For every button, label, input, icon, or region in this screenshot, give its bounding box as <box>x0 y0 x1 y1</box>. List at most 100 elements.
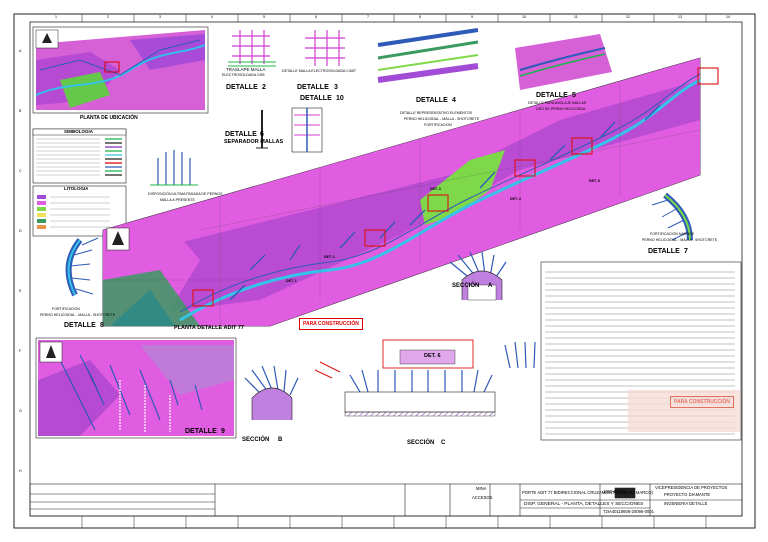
detail-10-num: 10 <box>336 95 344 102</box>
detail-2-word: DETALLE <box>226 84 258 91</box>
detail-9-word: DETALLE <box>185 428 217 435</box>
detail-5-num: 5 <box>572 92 576 99</box>
col-1: 1 <box>55 15 57 19</box>
tb-line1: PORTE ADIT 77 BIDIRECCIONAL CRUZAMIENTOS… <box>522 490 653 495</box>
section-c-word: SECCIÓN <box>407 440 435 446</box>
detail-separator <box>291 107 323 153</box>
detail-8-word: DETALLE <box>64 322 96 329</box>
row-a: A <box>19 49 22 53</box>
grid-ticks <box>81 14 707 528</box>
fortificacion-left-sub: PERNO HELICOIDAL - MALLA - SHOTCRETE <box>40 313 116 317</box>
detail-3-word: DETALLE <box>297 84 329 91</box>
outer-frame <box>13 13 756 529</box>
detail-3-num: 3 <box>334 84 338 91</box>
fortificacion-left-title: FORTIFICACION <box>52 307 80 311</box>
right-fortification-detail <box>651 192 693 241</box>
detail-mesh-overlap <box>228 30 276 67</box>
detail-rep-elements <box>377 28 479 83</box>
row-d: D <box>19 229 22 233</box>
row-c: C <box>19 169 22 173</box>
row-h: H <box>19 469 22 473</box>
detail-7-word: DETALLE <box>648 248 680 255</box>
detail-6-num: 6 <box>260 131 264 138</box>
col-13: 13 <box>678 15 682 19</box>
detail-2-num: 2 <box>262 84 266 91</box>
detail-welded-mesh <box>305 30 345 66</box>
detail-6-word: DETALLE <box>225 131 257 138</box>
col-2: 2 <box>107 15 109 19</box>
col-5: 5 <box>263 15 265 19</box>
det-label-3: DET. 3 <box>430 187 441 191</box>
main-plan <box>102 57 719 327</box>
section-a <box>449 251 507 301</box>
section-a-word: SECCIÓN <box>452 283 480 289</box>
tb-proyecto2: PROYECTO DIAMANTE <box>664 492 711 497</box>
col-4: 4 <box>211 15 213 19</box>
anclaje-sub: USO DE PERNO HELICOIDAL <box>536 107 586 111</box>
det-label-1: DET. 1 <box>286 279 297 283</box>
detail-anchor <box>515 34 612 90</box>
row-e: E <box>19 289 22 293</box>
traslape-title: TRASLAPE MALLA <box>226 67 266 72</box>
detail-fortification-bars <box>150 150 198 186</box>
construction-stamp-center: PARA CONSTRUCCIÓN <box>299 318 363 330</box>
col-8: 8 <box>419 15 421 19</box>
col-11: 11 <box>574 15 578 19</box>
detail-4-num: 4 <box>452 97 456 104</box>
litologia-title: LITOLOGIA <box>64 186 89 191</box>
tb-proyecto3: INGENIERIA DETALLE <box>664 501 708 506</box>
col-7: 7 <box>367 15 369 19</box>
representativo-title: DETALLE REPRESENTATIVO ELEMENTOS <box>400 111 473 115</box>
section-a-num: A <box>488 283 493 289</box>
title-block <box>29 483 743 517</box>
col-10: 10 <box>522 15 526 19</box>
col-3: 3 <box>159 15 161 19</box>
representativo-sub2: FORTIFICACION <box>424 123 452 127</box>
location-plan <box>32 26 209 114</box>
traslape-sub: ELECTROSOLDADA C/65 <box>222 73 265 77</box>
right-bolt-array <box>314 341 546 379</box>
row-f: F <box>19 349 22 353</box>
left-fortification-detail <box>65 237 99 297</box>
bottom-left-plan <box>35 337 237 439</box>
detail-10-word: DETALLE <box>300 95 332 102</box>
detalle-malla-title: DETALLE MALLA ELECTROSOLDADA C/65T <box>282 69 357 73</box>
fortificacion-right-sub: PERNO HELICOIDAL - MALLA - SHOTCRETE <box>642 238 718 242</box>
det-label-2: DET. 2 <box>324 255 335 259</box>
row-b: B <box>19 109 22 113</box>
detail-bolt-rod <box>256 110 268 149</box>
section-c <box>344 339 496 417</box>
representativo-sub1: PERNO HELICOIDAL - MALLA - SHOTCRETE <box>404 117 480 121</box>
construction-stamp-right: PARA CONSTRUCCIÓN <box>670 396 734 408</box>
section-b-num: B <box>278 437 283 443</box>
detail-4-word: DETALLE <box>416 97 448 104</box>
section-b <box>244 365 299 420</box>
section-b-word: SECCIÓN <box>242 437 270 443</box>
detail-5-word: DETALLE <box>536 92 568 99</box>
legend-simbologia <box>32 128 127 184</box>
tb-drawing: T2IA40118608-20096-0001 <box>603 509 654 514</box>
disposicion-title: DISPOSICIÓN ULTIMA PASADA DE PERNOS <box>148 192 223 196</box>
col-14: 14 <box>726 15 730 19</box>
row-g: G <box>19 409 22 413</box>
anclaje-title: DETALLE PARA ANCLAJE MALLAS <box>528 101 587 105</box>
col-6: 6 <box>315 15 317 19</box>
det-label-4: DET. 4 <box>510 197 521 201</box>
detail-9-num: 9 <box>221 428 225 435</box>
ubicacion-title: PLANTA DE UBICACIÓN <box>80 115 138 121</box>
disposicion-sub: MALLA A PRESENTE <box>160 198 195 202</box>
planta-detalle-title: PLANTA DETALLE ADIT 77 <box>174 325 244 331</box>
notes-panel <box>540 261 742 441</box>
col-12: 12 <box>626 15 630 19</box>
tb-code: 1000-E2001 <box>603 489 626 494</box>
section-c-num: C <box>441 440 446 446</box>
tb-proyecto1: VICEPRESIDENCIA DE PROYECTOS <box>655 485 728 490</box>
det-label-6: DET. 6 <box>424 353 441 359</box>
tb-line2: DISP. GENERAL - PLANTA, DETALLES Y SECCI… <box>524 502 644 507</box>
det-label-5: DET. 5 <box>589 179 600 183</box>
tb-mina: MINA <box>476 486 487 491</box>
tb-area: ACCESOS <box>472 495 493 500</box>
col-9: 9 <box>471 15 473 19</box>
